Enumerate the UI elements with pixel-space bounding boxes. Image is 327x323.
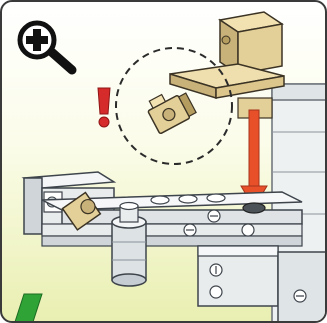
lower-gray-frame bbox=[198, 246, 327, 322]
exclamation-icon bbox=[98, 88, 110, 127]
green-piece bbox=[14, 294, 42, 323]
tilted-tan-piece bbox=[144, 84, 197, 134]
magnify-plus-icon bbox=[20, 23, 72, 70]
